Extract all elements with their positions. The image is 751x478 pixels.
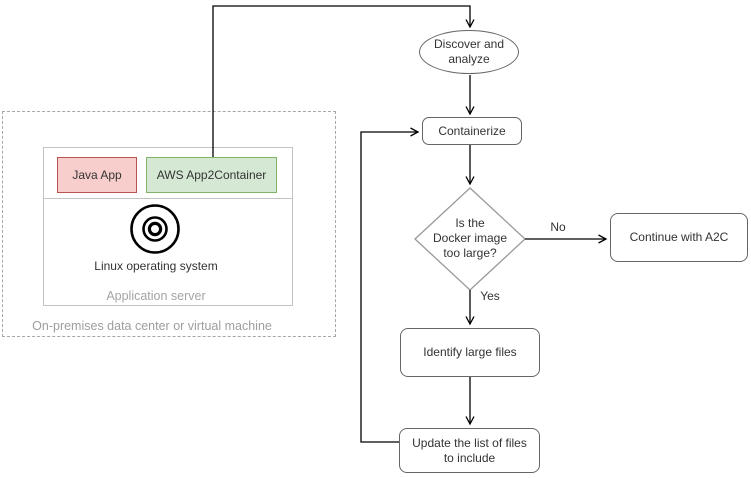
decision-line3: too large? — [443, 246, 497, 260]
continue-with-a2c-node: Continue with A2C — [610, 213, 748, 262]
app2container-label: AWS App2Container — [156, 168, 267, 182]
linux-os-icon — [130, 204, 180, 254]
update-line1: Update the list of files — [412, 435, 527, 450]
decision-label: Is the Docker image too large? — [420, 216, 520, 261]
decision-line2: Docker image — [432, 231, 508, 245]
linux-os-label: Linux operating system — [94, 259, 218, 273]
edge-label-yes: Yes — [480, 289, 500, 303]
update-line2: to include — [443, 450, 496, 465]
java-app-node: Java App — [57, 157, 137, 193]
java-app-label: Java App — [72, 168, 122, 182]
app2container-node: AWS App2Container — [146, 157, 277, 193]
application-server-label: Application server — [106, 289, 206, 303]
application-server-divider — [43, 198, 293, 199]
identify-large-files-node: Identify large files — [400, 328, 540, 377]
on-premises-label: On-premises data center or virtual machi… — [32, 319, 272, 333]
edge-label-no: No — [550, 220, 566, 234]
identify-label: Identify large files — [423, 345, 517, 359]
on-premises-container — [2, 111, 336, 337]
decision-line1: Is the — [455, 216, 485, 230]
update-files-node: Update the list of files to include — [399, 428, 540, 473]
continue-label: Continue with A2C — [629, 230, 729, 244]
